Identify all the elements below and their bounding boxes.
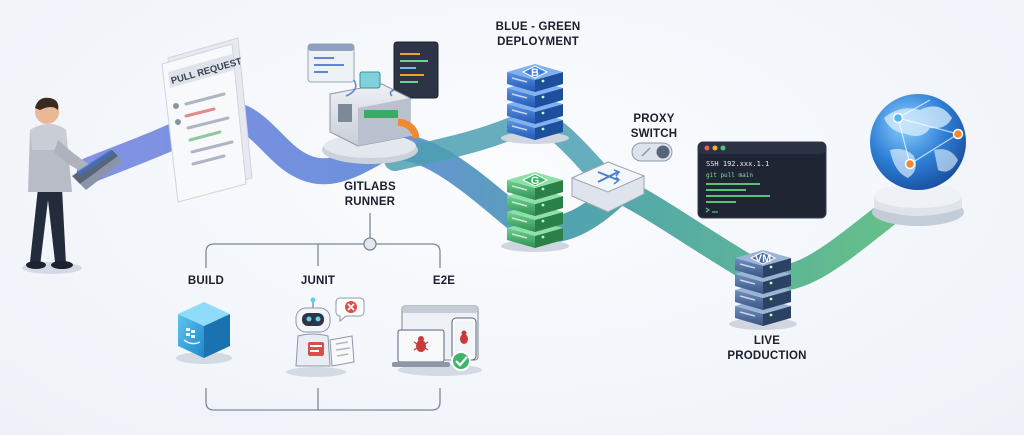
globe-icon — [870, 94, 966, 226]
laptop-icon — [72, 150, 122, 190]
server-tier — [735, 250, 791, 278]
stage-bracket — [205, 213, 441, 411]
blue-badge-text: B — [531, 67, 539, 79]
toggle-icon — [631, 142, 673, 162]
vm-badge-text: VM — [755, 253, 772, 265]
vm-badge: VM — [749, 251, 777, 265]
gitlabs-label-line1: GITLABS — [344, 181, 396, 193]
proxy-label-line1: PROXY — [633, 113, 675, 125]
pull-request-document-icon: PULL REQUEST — [161, 37, 253, 203]
terminal-line-2: git pull main — [706, 172, 753, 179]
build-label: BUILD — [187, 275, 225, 287]
green-badge: G — [521, 173, 549, 187]
proxy-switch-label: PROXY SWITCH — [614, 112, 694, 142]
bracket-junction — [363, 237, 377, 251]
live-label-line1: LIVE — [753, 335, 781, 347]
blue-green-label: BLUE - GREEN DEPLOYMENT — [478, 20, 598, 50]
gitlab-runner-machine-icon — [307, 41, 439, 164]
green-server-stack-icon: G — [501, 172, 569, 252]
blue-server-stack-icon: B — [501, 64, 569, 144]
gitlabs-runner-label: GITLABS RUNNER — [320, 180, 420, 210]
vm-server-stack-icon: VM — [729, 250, 797, 330]
terminal-window-icon: SSH 192.xxx.1.1 git pull main — [697, 141, 827, 219]
green-badge-text: G — [531, 175, 540, 187]
live-label-line2: PRODUCTION — [727, 350, 807, 362]
blue-badge: B — [521, 65, 549, 79]
blue-green-label-line1: BLUE - GREEN — [495, 21, 581, 33]
proxy-label-line2: SWITCH — [630, 128, 678, 140]
blue-green-label-line2: DEPLOYMENT — [497, 36, 579, 48]
gitlabs-label-line2: RUNNER — [344, 196, 396, 208]
error-badge-icon — [335, 297, 365, 323]
e2e-label: E2E — [432, 275, 456, 287]
junit-label: JUNIT — [300, 275, 336, 287]
live-production-label: LIVE PRODUCTION — [712, 334, 822, 364]
bug-icon — [413, 336, 429, 352]
router-switch-icon — [570, 161, 646, 213]
robot-icon — [286, 297, 355, 377]
check-badge-icon — [451, 351, 471, 371]
container-cube-icon — [176, 302, 232, 364]
bug-icon — [460, 330, 468, 344]
terminal-line-1: SSH 192.xxx.1.1 — [706, 160, 769, 168]
